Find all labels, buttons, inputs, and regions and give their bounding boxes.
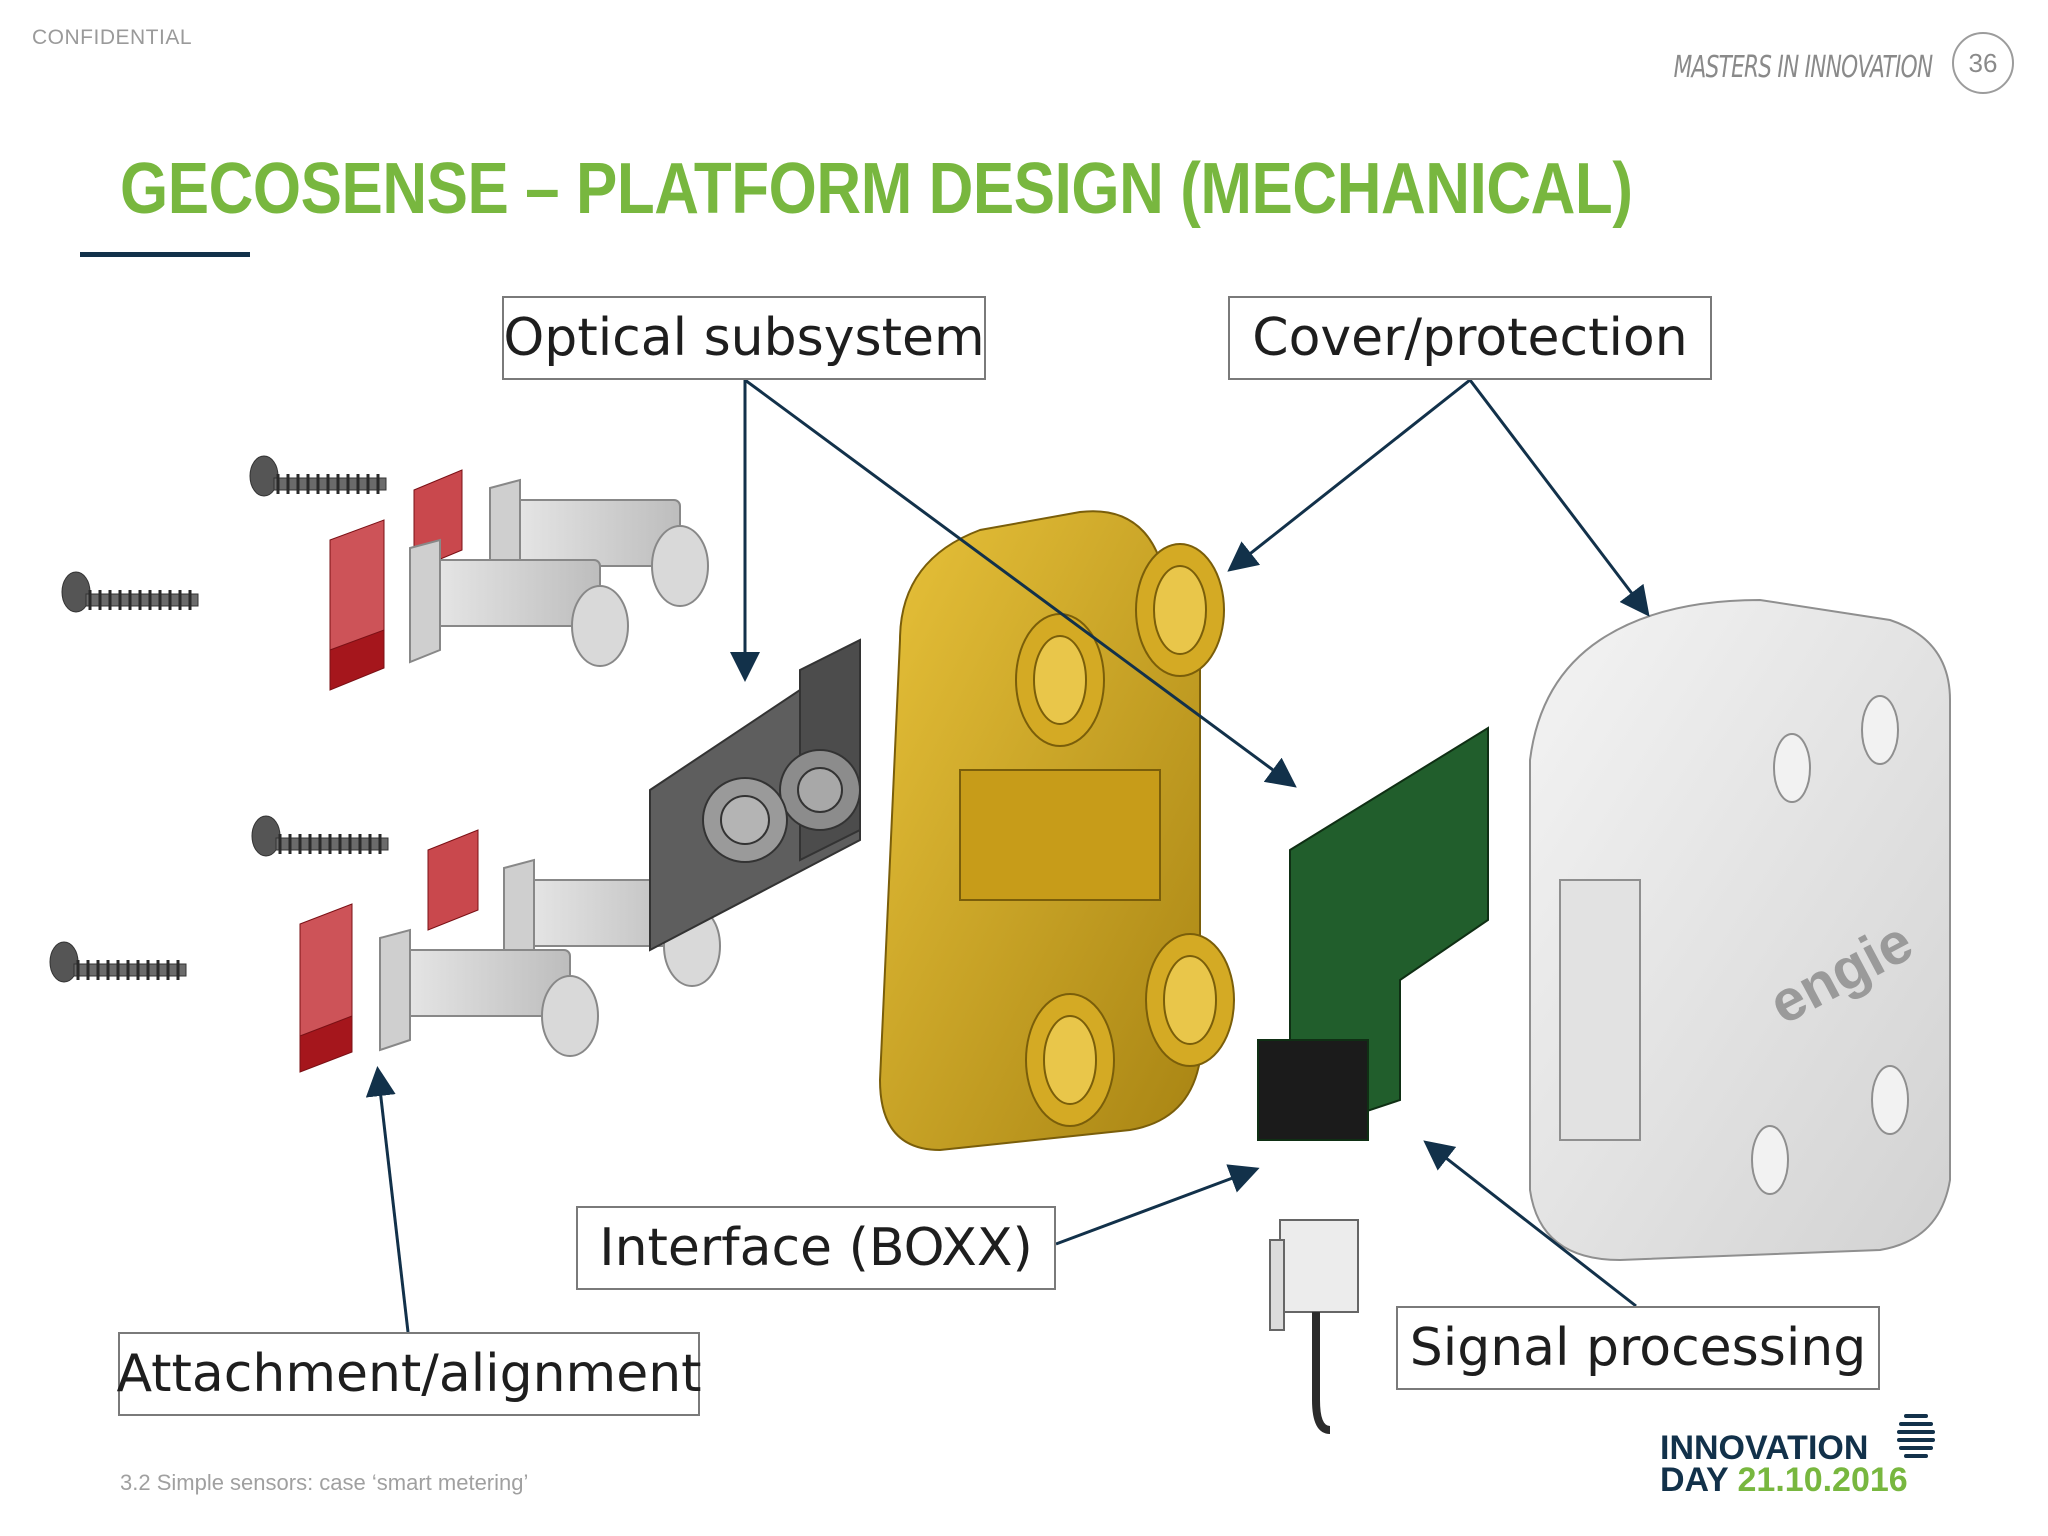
arrow-cover-to-cover	[1468, 379, 1650, 617]
callout-arrows	[365, 378, 1650, 1333]
label-cover-protection: Cover/protection	[1228, 296, 1712, 380]
innovation-day-date: 21.10.2016	[1737, 1461, 1908, 1499]
screw-top-front	[61, 571, 199, 613]
globe-icon	[1897, 1414, 1935, 1458]
screw-top-back	[249, 455, 387, 497]
label-optical-subsystem: Optical subsystem	[502, 296, 986, 380]
label-attachment-alignment: Attachment/alignment	[116, 1332, 702, 1416]
confidential-label: CONFIDENTIAL	[32, 26, 193, 49]
pcb-board	[1257, 726, 1489, 1141]
title-underline	[80, 252, 250, 257]
label-signal-processing: Signal processing	[1396, 1306, 1880, 1390]
innovation-day-logo: INNOVATION DAY 21.10.2016	[1660, 1429, 1908, 1499]
screw-bottom-front	[49, 941, 187, 983]
page-number: 36	[1952, 32, 2014, 94]
innovation-day-prefix: DAY	[1660, 1461, 1729, 1499]
arrow-cover-to-housing	[1227, 378, 1471, 572]
arrow-optical-to-pcb	[744, 378, 1297, 788]
masters-in-innovation-tagline: MASTERS IN INNOVATION	[1673, 50, 1932, 85]
arrow-attachment	[365, 1066, 410, 1333]
rj-connector	[1269, 1219, 1359, 1434]
slide-title: GECOSENSE – PLATFORM DESIGN (MECHANICAL)	[120, 149, 1633, 229]
arrow-signal	[1423, 1140, 1637, 1308]
footer-section-text: 3.2 Simple sensors: case ‘smart metering…	[120, 1470, 529, 1495]
innovation-day-line1: INNOVATION	[1660, 1429, 1869, 1467]
cover-part	[1529, 598, 1951, 1262]
screw-bottom-back	[251, 815, 389, 857]
gold-housing	[878, 510, 1235, 1152]
optical-subsystem	[649, 638, 861, 952]
alignment-pins	[379, 478, 721, 1057]
label-interface-boxx: Interface (BOXX)	[576, 1206, 1056, 1290]
arrow-interface	[1055, 1164, 1260, 1246]
